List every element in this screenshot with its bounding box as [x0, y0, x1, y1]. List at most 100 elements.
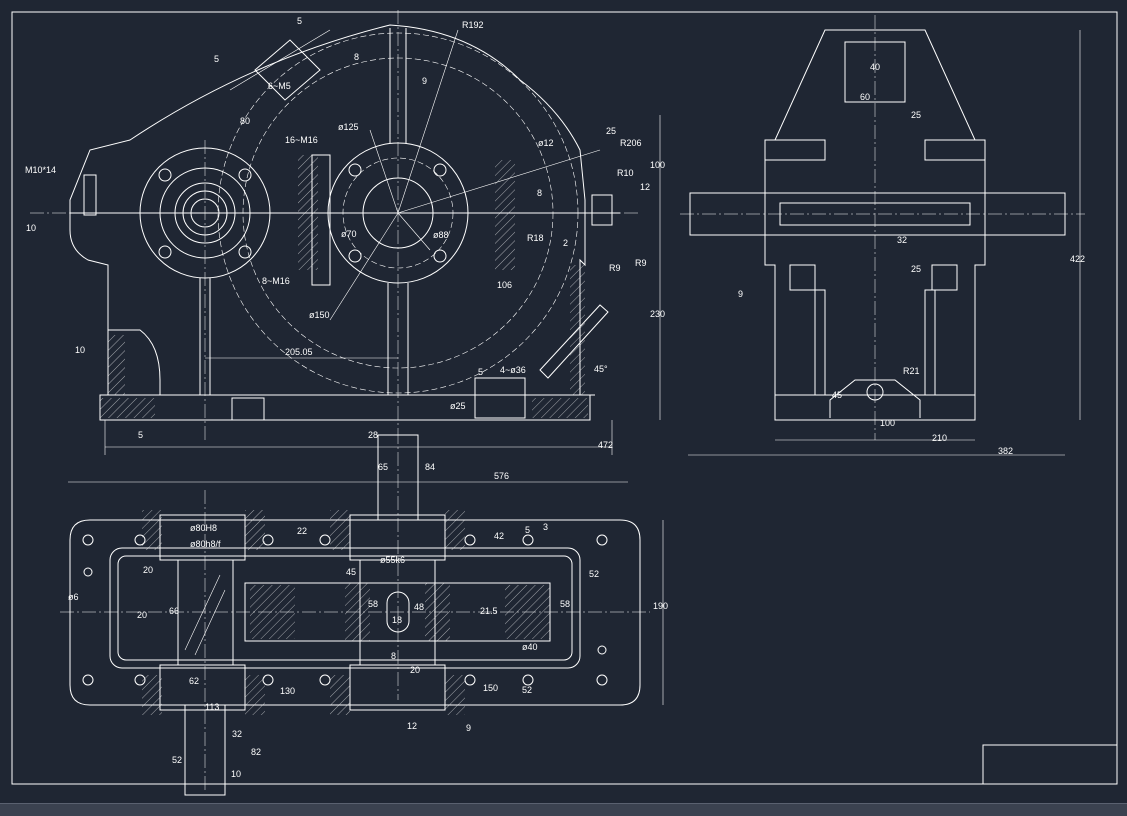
- front-view: R192 5 5 8 6~M5 80 9 ø125 16~M16 ø12 25 …: [25, 10, 665, 455]
- label-m10: M10*14: [25, 165, 56, 175]
- small-bearing-cover-in3: [190, 198, 220, 228]
- label-side-25b: 25: [911, 264, 921, 274]
- top-hatch: [142, 675, 162, 715]
- label-top-3: 3: [543, 522, 548, 532]
- label-top-fit: ø80h8/f: [190, 539, 221, 549]
- label-top-22: 22: [297, 526, 307, 536]
- top-bearing-left-upper: [159, 514, 246, 561]
- label-top-52a: 52: [589, 569, 599, 579]
- label-8b: 8: [537, 188, 542, 198]
- label-side-100: 100: [880, 418, 895, 428]
- label-80: 80: [240, 116, 250, 126]
- foot-bolt: [474, 377, 526, 419]
- large-bearing-cover-outer: [327, 142, 469, 284]
- top-key: [386, 591, 410, 633]
- status-bar: [0, 803, 1127, 816]
- hatch-left-flange: [298, 155, 318, 270]
- small-bolt-hole: [158, 168, 172, 182]
- oil-gauge: [539, 304, 609, 379]
- label-r192: R192: [462, 20, 484, 30]
- vent-plug: [254, 39, 321, 101]
- label-r9a: R9: [609, 263, 621, 273]
- label-top-150: 150: [483, 683, 498, 693]
- bolt-right: [591, 194, 613, 226]
- label-top-phi80h8: ø80H8: [190, 523, 217, 533]
- top-bolt: [464, 674, 476, 686]
- lifting-lug-left: [108, 329, 161, 395]
- large-bolt-hole: [348, 249, 362, 263]
- top-bolt: [464, 534, 476, 546]
- label-side-210: 210: [932, 433, 947, 443]
- bolt-far-left: [83, 174, 97, 216]
- label-top-5: 5: [525, 525, 530, 535]
- label-5a: 5: [297, 16, 302, 26]
- label-top-52b: 52: [522, 685, 532, 695]
- top-gear-hatch-r: [505, 585, 550, 639]
- label-side-40: 40: [870, 62, 880, 72]
- top-small-gear: [177, 559, 234, 666]
- top-hatch: [330, 675, 350, 715]
- side-lug: [829, 379, 921, 418]
- label-top-28: 28: [368, 430, 378, 440]
- bolt-left: [311, 154, 331, 286]
- label-top-66: 66: [169, 606, 179, 616]
- label-top-130: 130: [280, 686, 295, 696]
- label-20505: 205.05: [285, 347, 313, 357]
- top-input-shaft: [184, 704, 226, 796]
- side-left-bolt: [789, 264, 816, 291]
- top-gear-hub: [359, 559, 436, 666]
- radial-line: [397, 29, 459, 214]
- top-bolt: [522, 674, 534, 686]
- top-bearing-mid-lower: [349, 664, 446, 711]
- label-top-20b: 20: [137, 610, 147, 620]
- label-top-12: 12: [407, 721, 417, 731]
- label-top-576: 576: [494, 471, 509, 481]
- large-bolt-hole: [348, 163, 362, 177]
- label-5b: 5: [214, 54, 219, 64]
- top-hatch: [142, 510, 162, 550]
- side-right-bolt: [931, 264, 958, 291]
- label-m16a: 16~M16: [285, 135, 318, 145]
- small-bearing-cover-in1: [174, 182, 236, 244]
- top-hatch: [245, 510, 265, 550]
- label-10a: 10: [26, 223, 36, 233]
- radial-line: [329, 212, 399, 321]
- label-5d: 5: [138, 430, 143, 440]
- side-right-flange: [924, 139, 986, 161]
- side-lug-hole: [866, 383, 884, 401]
- label-230: 230: [650, 309, 665, 319]
- radial-line: [369, 129, 399, 214]
- label-phi125: ø125: [338, 122, 359, 132]
- small-bolt-hole: [238, 245, 252, 259]
- label-top-32: 32: [232, 729, 242, 739]
- label-9: 9: [422, 76, 427, 86]
- label-8: 8: [354, 52, 359, 62]
- base-plate: [99, 394, 591, 421]
- top-hatch: [245, 675, 265, 715]
- side-view: 40 60 25 32 25 9 422 R21 45 100 210 382: [680, 15, 1085, 456]
- label-top-42: 42: [494, 531, 504, 541]
- label-r9b: R9: [635, 258, 647, 268]
- small-bearing-cover-mid: [159, 167, 251, 259]
- top-bolt: [83, 567, 93, 577]
- label-100: 100: [650, 160, 665, 170]
- label-top-phi55k6: ø55k6: [380, 555, 405, 565]
- label-top-18: 18: [392, 615, 402, 625]
- small-bolt-hole: [158, 245, 172, 259]
- label-m5: 6~M5: [268, 81, 291, 91]
- label-side-25a: 25: [911, 110, 921, 120]
- label-hole: 4~ø36: [500, 365, 526, 375]
- label-phi88: ø88: [433, 230, 449, 240]
- title-block: [982, 744, 1118, 785]
- label-side-r21: R21: [903, 366, 920, 376]
- label-top-9: 9: [466, 723, 471, 733]
- top-hatch: [330, 510, 350, 550]
- top-bolt: [522, 534, 534, 546]
- side-vent: [844, 41, 906, 103]
- large-bearing-cover-in: [362, 177, 434, 249]
- small-bearing-cover-outer: [139, 147, 271, 279]
- label-side-9: 9: [738, 289, 743, 299]
- top-bolt: [82, 534, 94, 546]
- top-bearing-mid-upper: [349, 514, 446, 561]
